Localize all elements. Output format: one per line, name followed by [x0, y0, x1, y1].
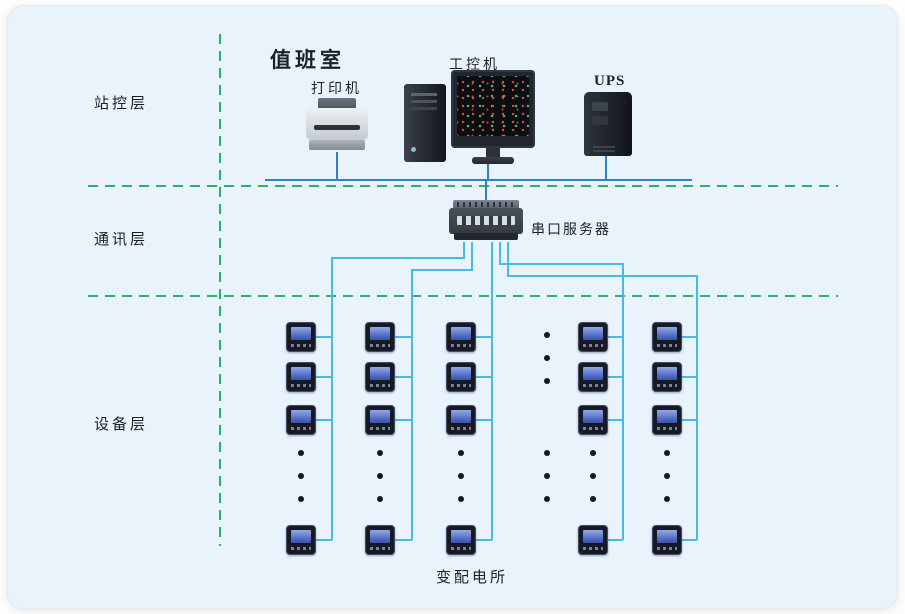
- meter-buttons: [451, 344, 471, 347]
- meter-screen: [291, 367, 311, 380]
- ellipsis-dots: [377, 450, 383, 456]
- meter-buttons: [657, 384, 677, 387]
- monitor-neck: [486, 148, 500, 157]
- meter-screen: [657, 410, 677, 423]
- meter-buttons: [451, 547, 471, 550]
- layer-label-station: 站控层: [94, 96, 149, 112]
- meter-device: [652, 405, 682, 435]
- ellipsis-dots: [298, 450, 304, 456]
- meter-device: [578, 525, 608, 555]
- meter-screen: [583, 367, 603, 380]
- meter-screen: [583, 530, 603, 543]
- ellipsis-dots: [590, 450, 596, 456]
- meter-screen: [291, 410, 311, 423]
- meter-device: [652, 322, 682, 352]
- meter-device: [446, 362, 476, 392]
- meter-device: [446, 525, 476, 555]
- printer-body: [306, 108, 368, 140]
- meter-buttons: [291, 547, 311, 550]
- meter-screen: [451, 410, 471, 423]
- meter-screen: [370, 327, 390, 340]
- meter-buttons: [291, 384, 311, 387]
- meter-screen: [370, 367, 390, 380]
- layer-label-device: 设备层: [94, 417, 149, 433]
- printer-label: 打印机: [311, 82, 362, 97]
- meter-device: [365, 525, 395, 555]
- meter-buttons: [583, 547, 603, 550]
- meter-buttons: [370, 547, 390, 550]
- substation-label: 变配电所: [436, 570, 509, 586]
- meter-device: [286, 362, 316, 392]
- ellipsis-dots-more-columns: [544, 332, 550, 338]
- meter-buttons: [370, 344, 390, 347]
- meter-device: [578, 322, 608, 352]
- meter-buttons: [657, 427, 677, 430]
- printer-device: [306, 96, 368, 154]
- printer-base: [309, 140, 365, 150]
- ellipsis-dots: [664, 450, 670, 456]
- meter-buttons: [657, 547, 677, 550]
- meter-screen: [370, 410, 390, 423]
- meter-device: [446, 405, 476, 435]
- meter-screen: [583, 410, 603, 423]
- meter-device: [578, 362, 608, 392]
- meter-buttons: [370, 384, 390, 387]
- meter-screen: [657, 530, 677, 543]
- meter-device: [652, 362, 682, 392]
- meter-buttons: [583, 344, 603, 347]
- meter-device: [652, 525, 682, 555]
- meter-screen: [451, 327, 471, 340]
- meter-screen: [451, 530, 471, 543]
- pc-tower-device: [404, 84, 446, 162]
- meter-buttons: [657, 344, 677, 347]
- meter-buttons: [370, 427, 390, 430]
- pc-monitor-device: [451, 70, 535, 164]
- meter-screen: [370, 530, 390, 543]
- meter-device: [365, 322, 395, 352]
- server-body: [449, 208, 523, 234]
- meter-buttons: [583, 384, 603, 387]
- meter-device: [578, 405, 608, 435]
- ups-label: UPS: [594, 73, 626, 89]
- printer-lid: [318, 98, 356, 110]
- meter-device: [286, 322, 316, 352]
- monitor-base: [472, 157, 514, 164]
- ellipsis-dots-more-columns: [544, 450, 550, 456]
- meter-screen: [291, 327, 311, 340]
- meter-screen: [657, 327, 677, 340]
- meter-device: [365, 362, 395, 392]
- meter-buttons: [291, 427, 311, 430]
- meter-screen: [291, 530, 311, 543]
- meter-device: [446, 322, 476, 352]
- industrial-pc-label: 工控机: [449, 58, 500, 73]
- ups-device: [584, 92, 632, 156]
- meter-screen: [583, 327, 603, 340]
- serial-server-label: 串口服务器: [531, 223, 611, 238]
- meter-screen: [451, 367, 471, 380]
- meter-device: [286, 405, 316, 435]
- meter-buttons: [583, 427, 603, 430]
- meter-buttons: [291, 344, 311, 347]
- serial-server-device: [449, 200, 523, 242]
- meter-buttons: [451, 384, 471, 387]
- meter-device: [286, 525, 316, 555]
- server-base: [454, 233, 518, 240]
- meter-screen: [657, 367, 677, 380]
- layer-label-comm: 通讯层: [94, 232, 149, 248]
- ellipsis-dots: [458, 450, 464, 456]
- duty-room-label: 值班室: [270, 48, 345, 72]
- monitor-screen: [457, 76, 529, 136]
- server-top-panel: [453, 200, 519, 209]
- meter-buttons: [451, 427, 471, 430]
- meter-device: [365, 405, 395, 435]
